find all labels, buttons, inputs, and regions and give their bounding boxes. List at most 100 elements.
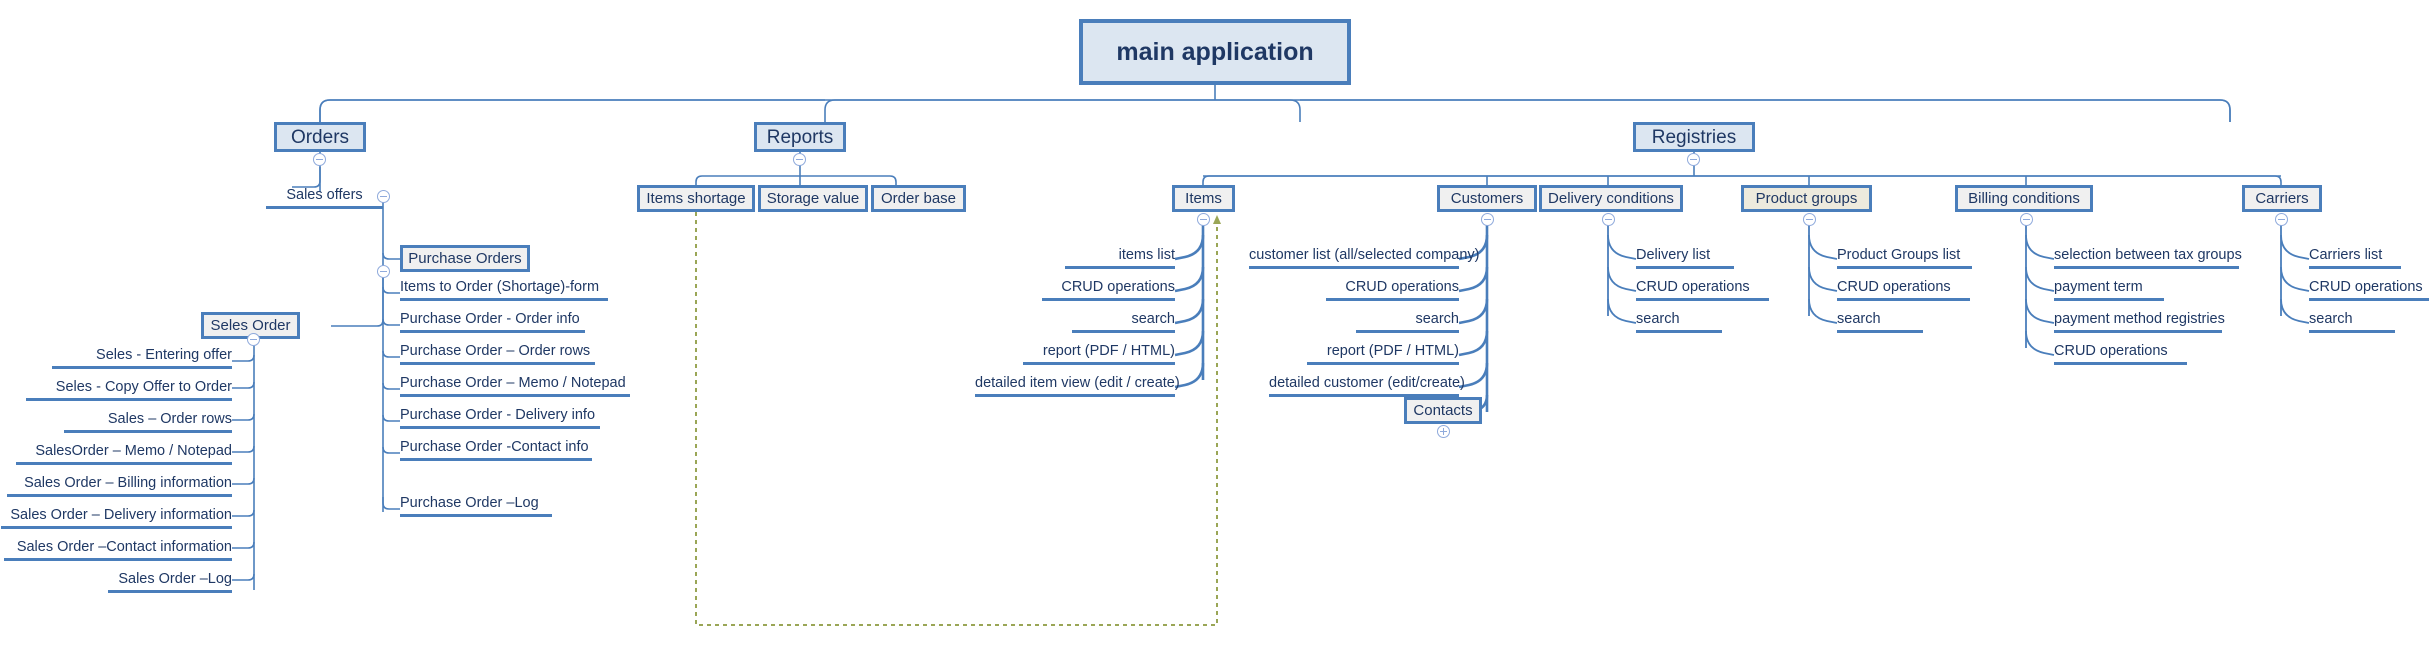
leaf-detailed-customer[interactable]: detailed customer (edit/create) [1269,376,1465,397]
leaf-purchase-order-memo-notepad[interactable]: Purchase Order – Memo / Notepad [400,376,630,397]
leaf-purchase-order-log[interactable]: Purchase Order –Log [400,496,552,517]
leaf-label: Purchase Order – Memo / Notepad [400,375,626,391]
leaf-delivery-search[interactable]: search [1636,312,1722,333]
leaf-label: items list [1118,247,1175,263]
leaf-customers-report-pdf-html[interactable]: report (PDF / HTML) [1307,344,1459,365]
node-storage-value[interactable]: Storage value [758,185,868,212]
leaf-sales-order-billing-information[interactable]: Sales Order – Billing information [7,476,232,497]
collapse-marker-seles-order[interactable] [247,333,260,346]
node-carriers[interactable]: Carriers [2242,185,2322,212]
leaf-items-list[interactable]: items list [1065,248,1175,269]
leaf-label: CRUD operations [2309,279,2423,295]
collapse-marker-carriers[interactable] [2275,213,2288,226]
collapse-marker-delivery-conditions[interactable] [1602,213,1615,226]
node-label: Delivery conditions [1548,190,1674,207]
leaf-customers-crud-operations[interactable]: CRUD operations [1326,280,1459,301]
leaf-items-to-order-shortage-form[interactable]: Items to Order (Shortage)-form [400,280,608,301]
node-label: Orders [290,126,350,148]
node-contacts[interactable]: Contacts [1404,397,1482,424]
leaf-label: Sales offers [286,187,363,203]
leaf-seles-entering-offer[interactable]: Seles - Entering offer [52,348,232,369]
node-order-base[interactable]: Order base [871,185,966,212]
leaf-billing-crud-operations[interactable]: CRUD operations [2054,344,2187,365]
node-label: Items [1185,190,1222,207]
leaf-label: Product Groups list [1837,247,1961,263]
leaf-label: Purchase Order -Contact info [400,439,589,455]
leaf-selection-between-tax-groups[interactable]: selection between tax groups [2054,247,2242,269]
leaf-label: Sales Order – Billing information [24,475,232,491]
leaf-payment-method-registries[interactable]: payment method registries [2054,311,2225,333]
leaf-payment-term[interactable]: payment term [2054,280,2164,301]
leaf-label: detailed customer (edit/create) [1269,375,1465,391]
leaf-carriers-list[interactable]: Carriers list [2309,248,2401,269]
collapse-marker-product-groups[interactable] [1803,213,1816,226]
node-product-groups[interactable]: Product groups [1741,185,1872,212]
expand-marker-contacts[interactable] [1437,425,1450,438]
node-reports[interactable]: Reports [754,122,846,152]
leaf-label: Items to Order (Shortage)-form [400,279,600,295]
node-billing-conditions[interactable]: Billing conditions [1955,185,2093,212]
node-orders[interactable]: Orders [274,122,366,152]
leaf-carriers-search[interactable]: search [2309,312,2395,333]
leaf-label: CRUD operations [1061,279,1175,295]
leaf-label: Sales Order –Contact information [16,539,232,555]
node-items[interactable]: Items [1172,185,1235,212]
leaf-sales-offers[interactable]: Sales offers [266,188,383,209]
leaf-label: Purchase Order –Log [400,495,539,511]
node-delivery-conditions[interactable]: Delivery conditions [1539,185,1683,212]
leaf-carriers-crud-operations[interactable]: CRUD operations [2309,280,2429,301]
leaf-sales-order-rows[interactable]: Sales – Order rows [64,412,232,433]
collapse-marker-customers[interactable] [1481,213,1494,226]
collapse-marker-billing-conditions[interactable] [2020,213,2033,226]
leaf-label: report (PDF / HTML) [1326,343,1459,359]
leaf-items-search[interactable]: search [1072,312,1175,333]
leaf-label: CRUD operations [1636,279,1750,295]
leaf-purchase-order-delivery-info[interactable]: Purchase Order - Delivery info [400,408,600,429]
leaf-purchase-order-contact-info[interactable]: Purchase Order -Contact info [400,440,592,461]
leaf-customers-search[interactable]: search [1356,312,1459,333]
leaf-label: report (PDF / HTML) [1042,343,1175,359]
collapse-marker-reports[interactable] [793,153,806,166]
collapse-marker-items[interactable] [1197,213,1210,226]
node-registries[interactable]: Registries [1633,122,1755,152]
leaf-delivery-crud-operations[interactable]: CRUD operations [1636,280,1769,301]
leaf-label: Purchase Order – Order rows [400,343,591,359]
leaf-purchase-order-order-info[interactable]: Purchase Order - Order info [400,312,585,333]
leaf-seles-copy-offer-to-order[interactable]: Seles - Copy Offer to Order [26,380,232,401]
leaf-label: Sales – Order rows [107,411,232,427]
leaf-product-groups-search[interactable]: search [1837,312,1923,333]
leaf-customer-list[interactable]: customer list (all/selected company) [1249,248,1479,269]
leaf-items-crud-operations[interactable]: CRUD operations [1042,280,1175,301]
leaf-salesorder-memo-notepad[interactable]: SalesOrder – Memo / Notepad [16,444,232,465]
leaf-label: search [1415,311,1459,327]
collapse-marker-purchase-orders[interactable] [377,265,390,278]
leaf-label: Sales Order –Log [118,571,232,587]
leaf-label: Seles - Entering offer [96,347,232,363]
leaf-sales-order-delivery-information[interactable]: Sales Order – Delivery information [1,508,232,529]
collapse-marker-registries[interactable] [1687,153,1700,166]
leaf-label: payment term [2054,279,2143,295]
leaf-product-groups-list[interactable]: Product Groups list [1837,248,1972,269]
leaf-label: CRUD operations [1837,279,1951,295]
node-purchase-orders[interactable]: Purchase Orders [400,245,530,272]
leaf-delivery-list[interactable]: Delivery list [1636,248,1734,269]
node-label: Contacts [1413,402,1473,419]
leaf-purchase-order-order-rows[interactable]: Purchase Order – Order rows [400,344,595,365]
node-main-application[interactable]: main application [1079,19,1351,85]
collapse-marker-sales-offers[interactable] [377,190,390,203]
node-label: Items shortage [646,190,746,207]
collapse-marker-orders[interactable] [313,153,326,166]
node-items-shortage[interactable]: Items shortage [637,185,755,212]
leaf-label: payment method registries [2054,311,2225,327]
leaf-product-groups-crud-operations[interactable]: CRUD operations [1837,280,1970,301]
node-customers[interactable]: Customers [1437,185,1537,212]
leaf-label: Sales Order – Delivery information [10,507,232,523]
node-label: Reports [766,126,834,148]
leaf-label: Delivery list [1636,247,1711,263]
leaf-detailed-item-view[interactable]: detailed item view (edit / create) [975,376,1180,397]
leaf-label: selection between tax groups [2054,247,2242,263]
leaf-items-report-pdf-html[interactable]: report (PDF / HTML) [1023,344,1175,365]
node-seles-order[interactable]: Seles Order [201,312,300,339]
leaf-sales-order-contact-information[interactable]: Sales Order –Contact information [4,540,232,561]
leaf-sales-order-log[interactable]: Sales Order –Log [108,572,232,593]
